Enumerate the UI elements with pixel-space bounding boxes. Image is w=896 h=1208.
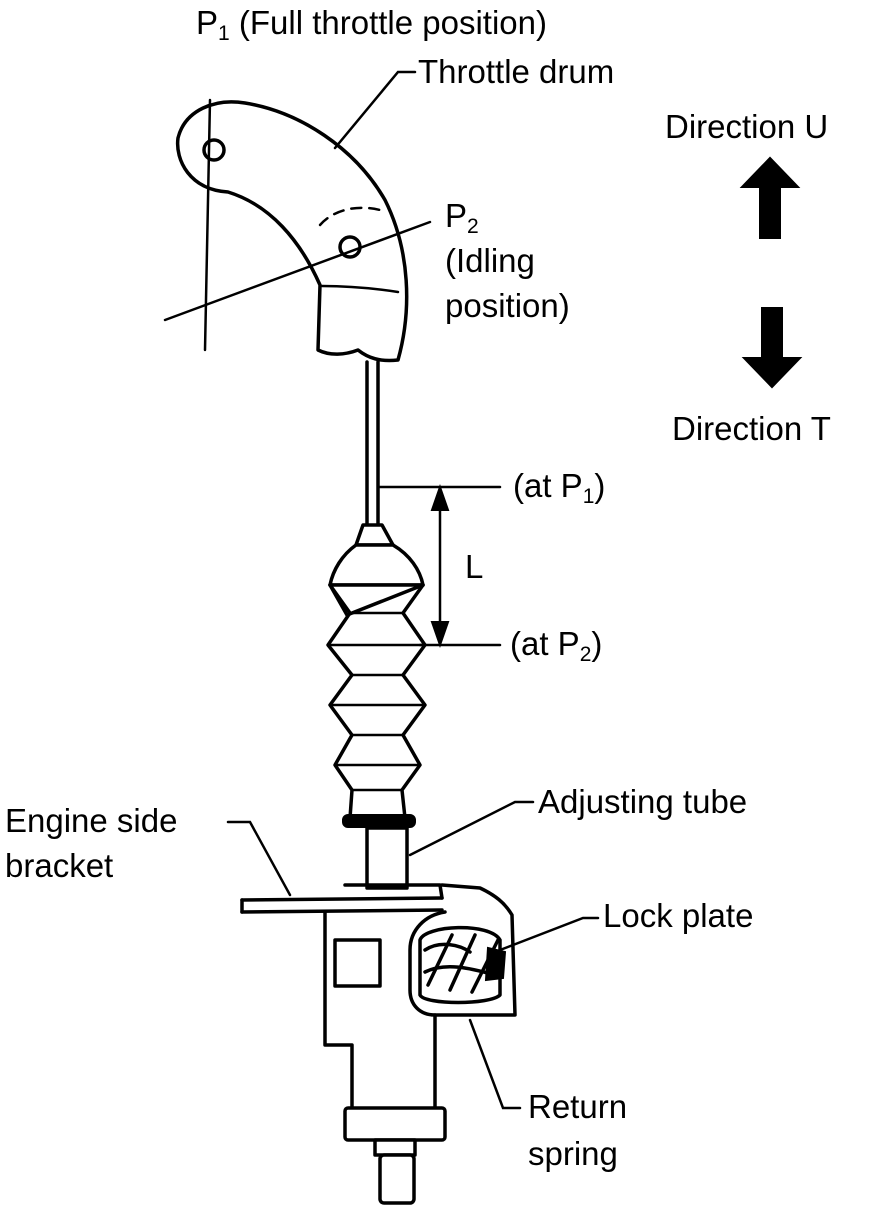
direction-t-arrow-icon (741, 307, 803, 389)
idling-label-line2: position) (445, 287, 570, 324)
engine-side-label-line1: Engine side (5, 802, 177, 839)
p1-label: P1 (Full throttle position) (196, 4, 547, 45)
throttle-drum-leader (333, 70, 417, 150)
lock-plate-label: Lock plate (603, 897, 753, 934)
leader-lines (226, 70, 600, 1110)
idling-label-line1: (Idling (445, 242, 535, 279)
at-p2-label: (at P2) (510, 625, 602, 666)
adjusting-tube-label: Adjusting tube (538, 783, 747, 820)
lock-plate (484, 946, 507, 982)
return-spring-label-line1: Return (528, 1088, 627, 1125)
dimension-l (376, 483, 502, 649)
lower-shaft (343, 1106, 447, 1205)
actuator-housing (323, 883, 517, 1112)
lock-plate-leader (498, 916, 600, 952)
adjusting-tube (365, 826, 409, 890)
direction-u-arrow-icon (739, 156, 801, 239)
p2-label: P2 (445, 197, 479, 238)
throttle-drum (163, 98, 432, 363)
return-spring-label-line2: spring (528, 1135, 618, 1172)
throttle-drum-label: Throttle drum (418, 53, 614, 90)
dimension-arrow-down-icon (430, 621, 450, 649)
throttle-cable (365, 360, 380, 527)
engine-side-bracket-leader (226, 820, 292, 897)
p2-axis-line (163, 220, 432, 322)
direction-t-label: Direction T (672, 410, 831, 447)
engine-side-bracket (240, 883, 444, 914)
at-p1-label: (at P1) (513, 467, 605, 508)
boot-clamp (342, 814, 416, 828)
dimension-l-label: L (465, 548, 483, 585)
engine-side-label-line2: bracket (5, 847, 113, 884)
p1-axis-line (203, 98, 212, 352)
rubber-boot (326, 523, 427, 828)
return-spring-leader (468, 1018, 522, 1110)
housing-window (333, 938, 382, 988)
direction-u-label: Direction U (665, 108, 828, 145)
adjusting-tube-leader (408, 800, 535, 857)
p1-pin (202, 138, 226, 162)
dimension-arrow-up-icon (430, 483, 450, 511)
return-spring (418, 925, 507, 1005)
